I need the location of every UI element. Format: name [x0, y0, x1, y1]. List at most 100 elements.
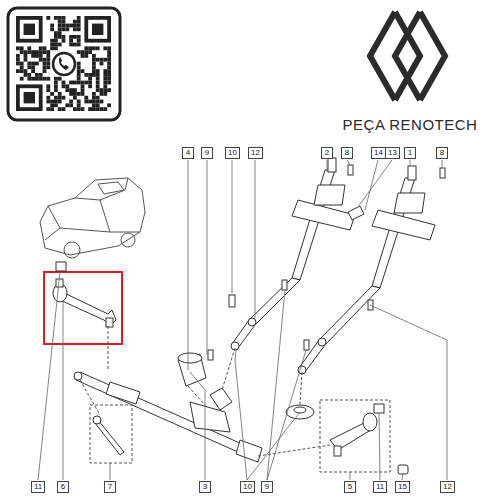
qr-module	[84, 81, 88, 85]
qr-module	[24, 50, 28, 54]
qr-module	[62, 24, 66, 28]
callout-box: 7	[104, 481, 116, 493]
callout-box: 11	[373, 481, 387, 493]
qr-module	[54, 84, 58, 88]
qr-module	[62, 27, 66, 31]
qr-module	[62, 81, 66, 85]
qr-module	[54, 77, 58, 81]
steering-column	[298, 166, 435, 374]
qr-module	[77, 103, 81, 107]
qr-module	[84, 100, 88, 104]
qr-module	[73, 43, 77, 47]
qr-module	[100, 100, 104, 104]
qr-module	[54, 46, 58, 50]
qr-module	[39, 46, 43, 50]
qr-module	[84, 46, 88, 50]
callout-box: 12	[440, 481, 455, 493]
qr-module	[69, 24, 73, 28]
qr-module	[107, 73, 111, 77]
qr-module	[77, 39, 81, 43]
qr-module	[81, 69, 85, 73]
highlight-frame	[44, 272, 122, 344]
callout-number: 10	[243, 482, 252, 491]
qr-module	[107, 88, 111, 92]
qr-module	[65, 84, 69, 88]
qr-module	[92, 54, 96, 58]
callout-box: 4	[182, 147, 194, 159]
qr-module	[100, 58, 104, 62]
qr-module	[88, 81, 92, 85]
callout-box: 14	[371, 147, 386, 159]
callout-number: 9	[265, 482, 269, 491]
qr-module	[107, 58, 111, 62]
qr-module	[96, 107, 100, 111]
callout-number: 12	[251, 148, 260, 157]
qr-module	[20, 88, 39, 107]
qr-module	[77, 20, 81, 24]
qr-module	[58, 96, 62, 100]
screw	[208, 165, 445, 360]
qr-module	[88, 46, 92, 50]
qr-module	[31, 69, 35, 73]
qr-module	[54, 35, 58, 39]
qr-module	[39, 58, 43, 62]
qr-module	[62, 39, 66, 43]
qr-module	[27, 65, 31, 69]
qr-module	[77, 50, 81, 54]
nut	[398, 465, 408, 474]
callout-box: 5	[344, 481, 356, 493]
qr-module	[58, 43, 62, 47]
qr-module	[27, 73, 31, 77]
qr-module	[73, 88, 77, 92]
qr-module	[92, 46, 96, 50]
callout-box: 11	[31, 481, 45, 493]
callout-number: 11	[376, 482, 384, 491]
qr-module	[73, 35, 77, 39]
callout-number: 4	[186, 148, 190, 157]
qr-module	[46, 96, 50, 100]
qr-module	[65, 88, 69, 92]
qr-module	[69, 35, 73, 39]
qr-module	[77, 16, 81, 20]
qr-module	[69, 100, 73, 104]
qr-module	[46, 65, 50, 69]
qr-module	[77, 92, 81, 96]
qr-module	[50, 92, 54, 96]
qr-module	[96, 69, 100, 73]
qr-module	[46, 62, 50, 66]
qr-module	[20, 50, 24, 54]
qr-module	[58, 100, 62, 104]
callout-number: 3	[203, 482, 207, 491]
qr-module	[100, 62, 104, 66]
qr-module	[46, 54, 50, 58]
qr-module	[35, 50, 39, 54]
qr-module	[96, 84, 100, 88]
qr-module	[62, 20, 66, 24]
renault-logo	[370, 12, 445, 100]
qr-module	[46, 100, 50, 104]
detail-frame	[90, 405, 132, 463]
qr-module	[58, 31, 62, 35]
qr-module	[96, 100, 100, 104]
whatsapp-icon	[59, 57, 69, 70]
callout-number: 8	[440, 148, 444, 157]
qr-module	[103, 73, 107, 77]
qr-module	[58, 24, 62, 28]
qr-module	[58, 35, 62, 39]
qr-module	[88, 84, 92, 88]
callout-number: 8	[345, 148, 349, 157]
qr-module	[20, 65, 24, 69]
qr-module	[65, 27, 69, 31]
callout-number: 9	[205, 148, 209, 157]
qr-module	[73, 24, 77, 28]
qr-module	[58, 92, 62, 96]
callout-number: 2	[325, 148, 329, 157]
qr-module	[50, 27, 54, 31]
qr-module	[43, 46, 47, 50]
qr-module	[35, 77, 39, 81]
qr-module	[96, 81, 100, 85]
qr-module	[54, 88, 58, 92]
qr-module	[31, 65, 35, 69]
qr-module	[62, 84, 66, 88]
